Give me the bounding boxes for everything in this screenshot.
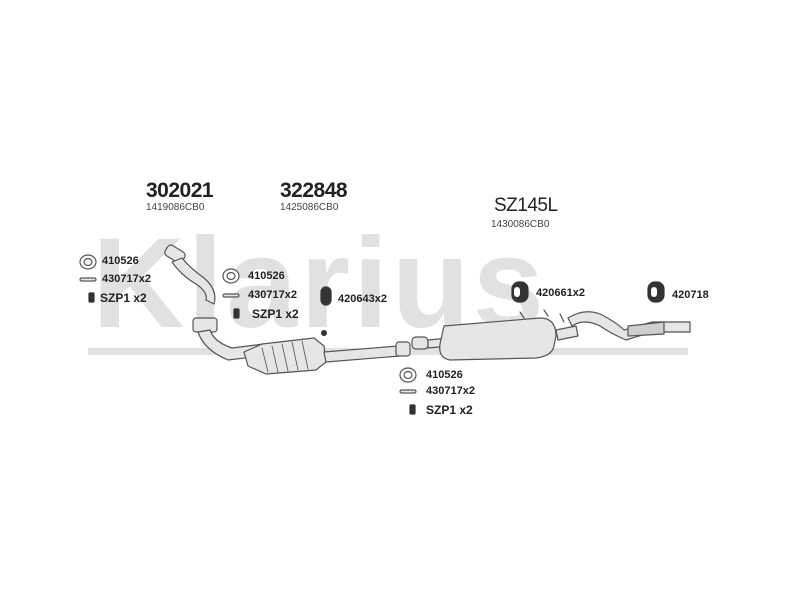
clamp-icon: [233, 308, 240, 319]
hanger-label: 420643x2: [338, 293, 387, 305]
bolt-icon: [222, 293, 240, 298]
accessory-label: 430717x2: [248, 289, 297, 301]
accessory-label: SZP1 x2: [426, 403, 473, 417]
clamp-icon: [88, 292, 95, 303]
mount-label: 420661x2: [536, 287, 585, 299]
bolt-icon: [399, 389, 417, 394]
part-code-label: 1425086CB0: [280, 202, 339, 213]
mount-label: 420718: [672, 289, 709, 301]
part-code-label: 1430086CB0: [491, 219, 550, 230]
bolt-icon: [79, 277, 97, 282]
part-number-label: 302021: [146, 179, 214, 202]
accessory-label: SZP1 x2: [252, 307, 299, 321]
clamp-icon: [409, 404, 416, 415]
part-number-label: SZ145L: [494, 195, 558, 216]
accessory-label: 430717x2: [102, 273, 151, 285]
gasket-icon: [399, 367, 417, 383]
gasket-icon: [222, 268, 240, 284]
gasket-icon: [79, 254, 97, 270]
part-code-label: 1419086CB0: [146, 202, 205, 213]
part-number-label: 322848: [280, 179, 348, 202]
accessory-label: 430717x2: [426, 385, 475, 397]
rear-silencer-part: [411, 281, 691, 361]
accessory-label: 410526: [248, 270, 285, 282]
catalytic-converter-part: [243, 286, 411, 375]
front-pipe-part: [164, 244, 265, 361]
accessory-label: 410526: [426, 369, 463, 381]
accessory-label: SZP1 x2: [100, 291, 147, 305]
accessory-label: 410526: [102, 255, 139, 267]
